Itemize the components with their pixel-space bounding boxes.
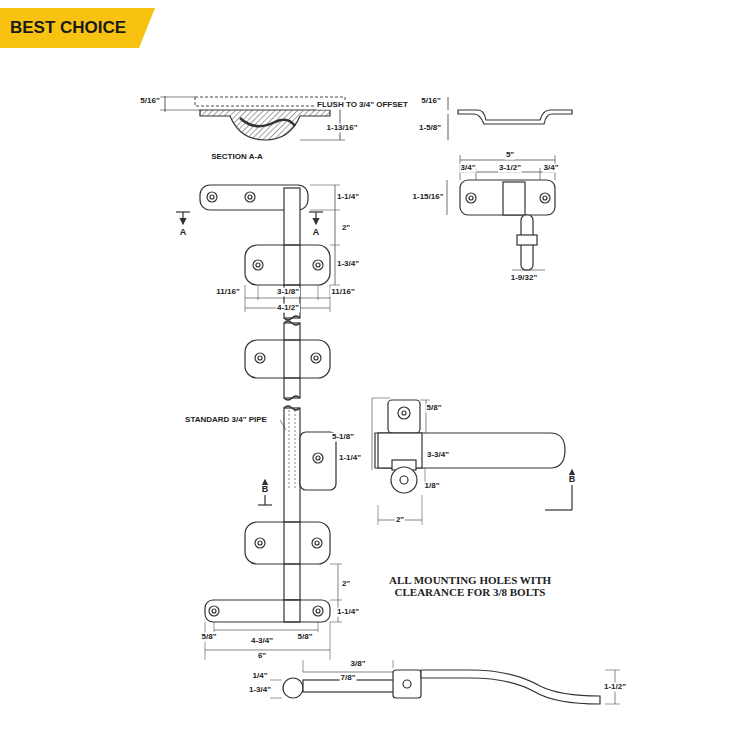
dimension-label: 3-3/4" (426, 451, 450, 460)
section-marker: A (179, 228, 188, 238)
section-marker: B (568, 475, 577, 485)
dimension-label: 1-15/16" (412, 193, 445, 202)
dimension-label: 11/16" (330, 288, 355, 297)
dimension-label: 5" (505, 151, 515, 160)
dimension-label: 5/8" (426, 404, 443, 413)
dimension-label: 1-3/4" (248, 686, 272, 695)
dimension-label: 3/4" (543, 164, 560, 173)
dimension-label: 1-9/32" (510, 274, 538, 283)
part-label: FLUSH TO 3/4" OFFSET (316, 101, 409, 110)
part-label: STANDARD 3/4" PIPE (184, 416, 268, 425)
dimension-label: 1-3/4" (336, 260, 360, 269)
dimension-label: 3-1/8" (276, 288, 300, 297)
dimension-label: 3-1/2" (498, 164, 522, 173)
dimension-label: 4-3/4" (250, 637, 274, 646)
dimension-label: 5/16" (139, 97, 160, 106)
badge-text: BEST CHOICE (0, 8, 155, 38)
dimension-label: 1-1/4" (336, 608, 360, 617)
part-label: SECTION A-A (210, 153, 264, 162)
badge-banner: BEST CHOICE (0, 8, 155, 48)
dimension-label: 5/8" (201, 633, 218, 642)
dimension-label: 3/4" (460, 164, 477, 173)
dimension-label: 2" (341, 224, 351, 233)
dimension-label: 5-1/8" (331, 433, 355, 442)
dimension-label: 5/16" (420, 97, 441, 106)
dimension-label: 1/4" (252, 672, 269, 681)
dimension-label: 1-1/4" (336, 193, 360, 202)
note-text: ALL MOUNTING HOLES WITH CLEARANCE FOR 3/… (369, 574, 571, 598)
dimension-label: 7/8" (340, 674, 357, 683)
dimension-label: 6" (257, 652, 267, 661)
dimension-label: 3/8" (350, 660, 367, 669)
dimension-label: 2" (341, 580, 351, 589)
dimension-label: 1-1/4" (338, 454, 362, 463)
dimension-label: 4-1/2" (276, 304, 300, 313)
dimension-label: 1/8" (424, 482, 441, 491)
dimension-label: 1-13/16" (326, 124, 359, 133)
dimension-label: 2" (395, 516, 405, 525)
section-marker: B (261, 485, 270, 495)
dimension-label: 1-1/2" (603, 683, 627, 692)
dimension-label: 1-5/8" (418, 124, 442, 133)
dimension-label: 5/8" (297, 633, 314, 642)
dimension-label: 11/16" (215, 288, 240, 297)
badge-fill (0, 8, 155, 48)
section-marker: A (312, 228, 321, 238)
